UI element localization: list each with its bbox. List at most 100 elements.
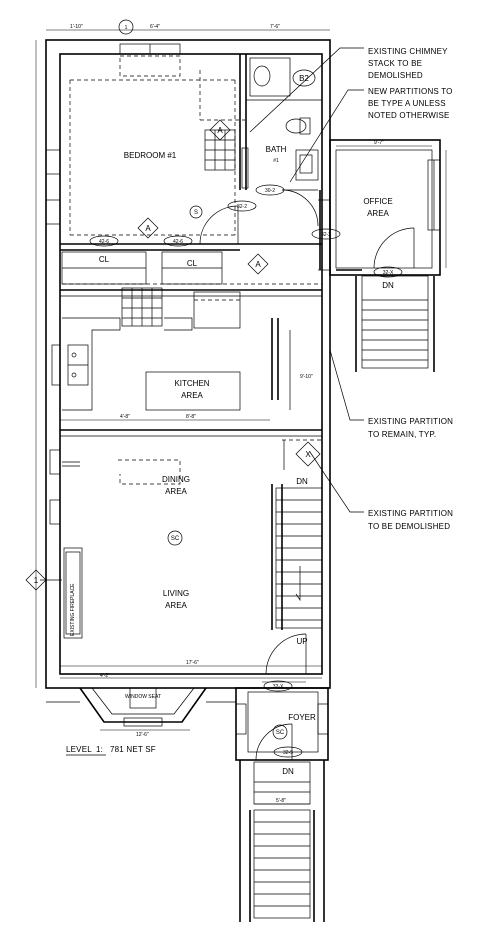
toilet-tank <box>299 117 311 135</box>
front-stair <box>253 809 311 919</box>
dim-text: 9'-7" <box>374 140 384 146</box>
bedroom-door-swing <box>199 205 239 245</box>
partition-tag-a-1 <box>137 217 159 239</box>
foyer-window-left <box>235 703 247 735</box>
door-tag-ellipse <box>163 235 193 247</box>
office-stair-dn: DN <box>382 281 394 290</box>
tag-a-3-text: A <box>255 260 261 269</box>
demolish-leader <box>309 451 364 513</box>
annotation-notes: EXISTING CHIMNEY STACK TO BE DEMOLISHED … <box>368 47 453 531</box>
main-stair-dn: DN <box>296 477 308 486</box>
main-exterior-wall <box>45 39 331 689</box>
sc-living-text: SC <box>171 536 180 542</box>
dining-table-outline <box>118 459 181 485</box>
door-tag-ellipse <box>227 200 257 212</box>
door-tag-ellipse <box>373 266 403 278</box>
foyer-zone <box>235 703 329 922</box>
bath-door-swing <box>281 189 319 227</box>
door-tag: 32-5 <box>283 750 293 756</box>
sc-foyer-text: SC <box>276 730 285 736</box>
dining-label-1: DINING <box>162 475 190 484</box>
smoke-detector <box>189 205 203 219</box>
tag-symbols <box>25 19 403 758</box>
closet-left-label: CL <box>99 255 110 264</box>
tag-a-1-text: A <box>145 224 151 233</box>
note-demolish: TO BE DEMOLISHED <box>368 522 450 531</box>
office-stair <box>361 275 429 369</box>
section-tag-1 <box>25 569 47 591</box>
bath-number: #1 <box>273 158 279 164</box>
dining-label-2: AREA <box>165 487 187 496</box>
main-stair <box>275 487 323 629</box>
partition-leader <box>289 89 364 183</box>
dim-text: 17'-6" <box>186 660 199 666</box>
ceiling-fixture-outline <box>119 55 181 77</box>
tag-b2-text: B2 <box>299 74 309 83</box>
partition-tag-a-3 <box>247 253 269 275</box>
window-seat-label: WINDOW SEAT <box>125 694 161 700</box>
dim-text: 7'-6" <box>270 24 280 30</box>
bay-window-inner <box>91 687 195 715</box>
dining-window-left <box>49 449 61 475</box>
door-tag: 32-2 <box>237 204 247 210</box>
window-seat <box>129 687 157 709</box>
level-area: 781 NET SF <box>110 745 156 754</box>
tag-text: A A A B2 X 1 S SC SC 1 <box>34 25 312 736</box>
note-remain: EXISTING PARTITION <box>368 417 453 426</box>
note-partitions: NOTED OTHERWISE <box>368 111 450 120</box>
tag-x-text: X <box>305 450 311 459</box>
dim-text: 9'-10" <box>300 374 313 380</box>
fireplace-label: EXISTING FIREPLACE <box>70 583 76 636</box>
main-stair-up: UP <box>296 637 307 646</box>
bedroom-window-left-2 <box>45 199 61 225</box>
note-partitions: BE TYPE A UNLESS <box>368 99 446 108</box>
refrigerator <box>193 291 241 329</box>
dim-text: 8'-8" <box>186 414 196 420</box>
door-tag-ellipse <box>255 184 285 196</box>
dimension-text: 1'-10" 6'-4" 7'-6" 4'-8" 8'-8" 17'-6" 12… <box>70 24 384 804</box>
living-label-1: LIVING <box>163 589 189 598</box>
foyer-door-swing <box>255 723 293 761</box>
dim-text: 5'-8" <box>276 798 286 804</box>
bath-sink <box>295 149 319 181</box>
dimensions <box>35 29 447 805</box>
dim-text: 4'-2" <box>100 673 110 679</box>
toilet <box>285 118 307 134</box>
office-label-1: OFFICE <box>363 197 392 206</box>
leader-lines <box>40 47 364 581</box>
door-tag-ellipse <box>311 228 341 240</box>
kitchen-zone <box>51 287 323 411</box>
door-tag-ellipse <box>273 746 303 758</box>
level-label: LEVEL <box>66 745 92 754</box>
dim-text: 12'-6" <box>136 732 149 738</box>
bedroom-window-left <box>45 149 61 175</box>
tub-drain <box>253 65 271 87</box>
chimney-leader <box>249 47 364 133</box>
partition-tag-x <box>295 441 321 467</box>
partition-tag-a-2 <box>209 119 231 141</box>
stair-arrow <box>295 566 301 602</box>
note-chimney: EXISTING CHIMNEY <box>368 47 448 56</box>
sc-marker-living <box>167 530 183 546</box>
kitchen-label-1: KITCHEN <box>174 379 209 388</box>
foyer-interior-wall-line <box>247 691 319 753</box>
kitchen-counter-left <box>62 317 121 411</box>
remain-leader <box>329 349 364 421</box>
note-demolish: EXISTING PARTITION <box>368 509 453 518</box>
door-tag-text: 32-2 30-2 42-6 42-6 32-X 32-X 32-5 32-2 <box>99 188 394 756</box>
fireplace <box>63 547 83 639</box>
kitchen-label-2: AREA <box>181 391 203 400</box>
living-label-2: AREA <box>165 601 187 610</box>
living-window-left <box>49 499 61 525</box>
front-door-swing <box>265 633 307 675</box>
door-tag: 42-6 <box>173 239 183 245</box>
kitchen-window <box>51 344 61 386</box>
door-tag: 32-2 <box>321 232 331 238</box>
office-door-swing <box>373 227 415 269</box>
dim-text: 1'-10" <box>70 24 83 30</box>
bedroom-zone <box>45 43 322 285</box>
door-tag-ellipse <box>89 235 119 247</box>
level-number: 1: <box>96 745 103 754</box>
office-exterior-wall <box>329 139 441 276</box>
